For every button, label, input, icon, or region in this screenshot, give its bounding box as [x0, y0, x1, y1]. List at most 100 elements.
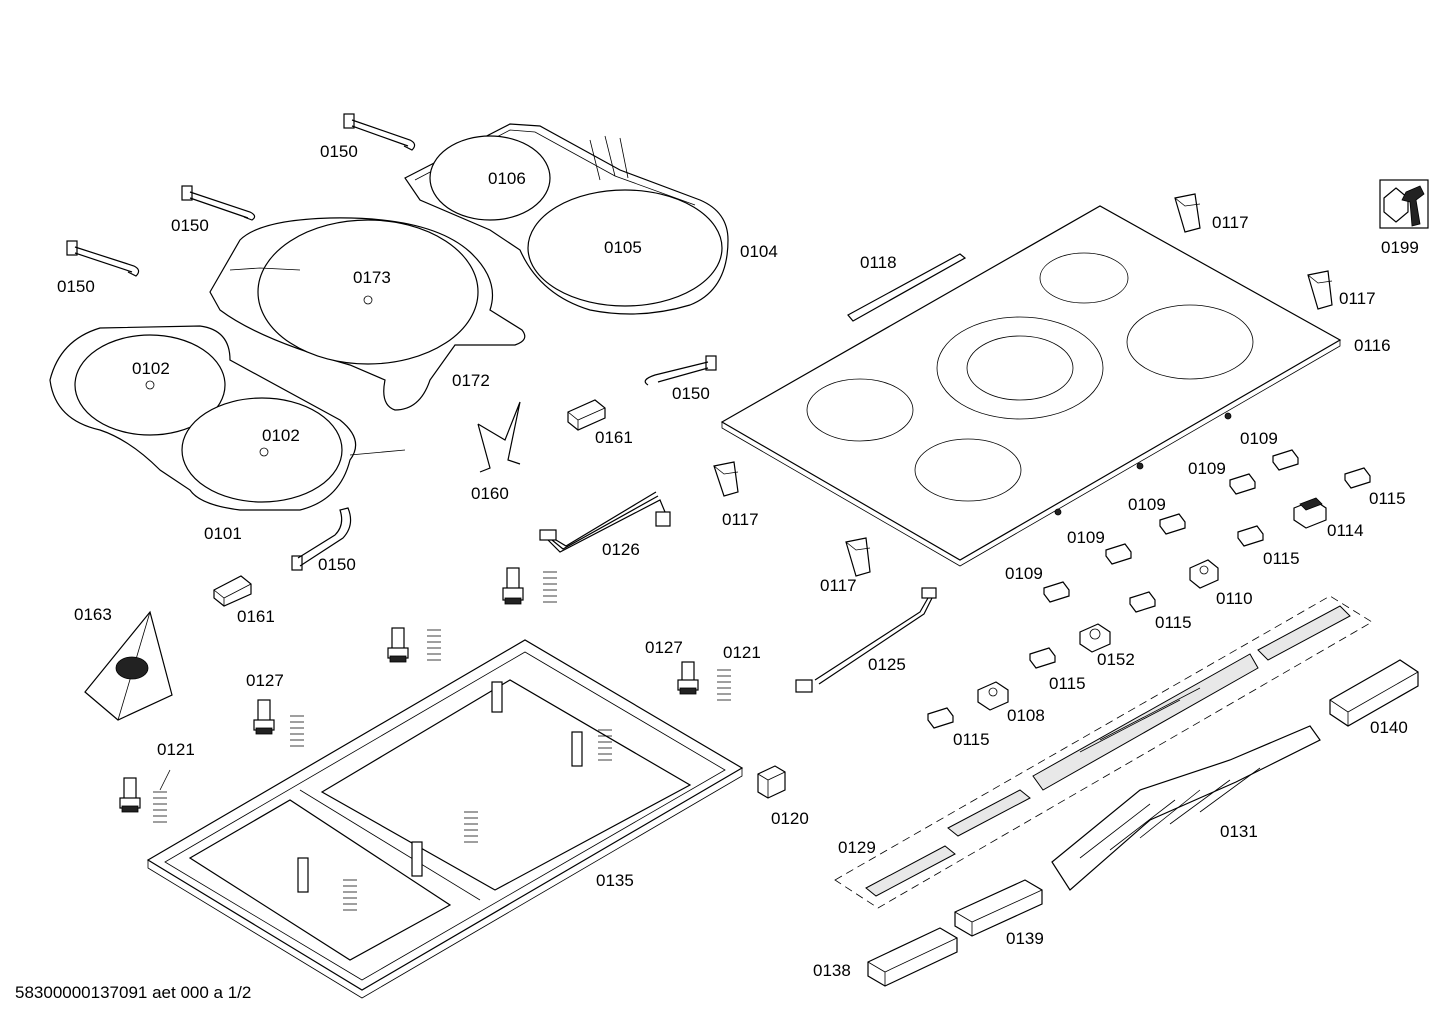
knob-0115-c — [1129, 591, 1156, 613]
label-0160: 0160 — [471, 484, 509, 503]
label-0135: 0135 — [596, 871, 634, 890]
label-0131: 0131 — [1220, 822, 1258, 841]
spring-0121-c — [717, 669, 731, 701]
label-0161-b: 0161 — [237, 607, 275, 626]
label-0140: 0140 — [1370, 718, 1408, 737]
label-0163: 0163 — [74, 605, 112, 624]
burner-plate-0101 — [49, 325, 406, 511]
label-0126: 0126 — [602, 540, 640, 559]
connector-0161-top — [567, 399, 606, 431]
bracket-0160 — [477, 401, 521, 473]
wire-clip-0150-lower — [291, 507, 352, 571]
foot-0127-e — [119, 777, 141, 813]
foot-0127-d — [253, 699, 275, 735]
label-0109-a: 0109 — [1240, 429, 1278, 448]
label-0109-e: 0109 — [1005, 564, 1043, 583]
document-footer: 58300000137091 aet 000 a 1/2 — [15, 983, 251, 1002]
knob-0109-a — [1272, 449, 1299, 471]
part-0108 — [977, 681, 1009, 711]
spring-0121-d — [290, 715, 304, 747]
knob-0115-b — [1237, 525, 1264, 547]
label-0173: 0173 — [353, 268, 391, 287]
label-0152: 0152 — [1097, 650, 1135, 669]
knob-0115-a — [1344, 467, 1371, 489]
part-0110 — [1189, 559, 1219, 589]
module-0140 — [1329, 659, 1419, 727]
label-0106: 0106 — [488, 169, 526, 188]
label-0127-a: 0127 — [645, 638, 683, 657]
knob-0109-e — [1043, 581, 1070, 603]
module-0138 — [867, 927, 958, 987]
spring-0121-e — [153, 769, 171, 823]
foot-0127-c — [677, 661, 699, 695]
label-0199: 0199 — [1381, 238, 1419, 257]
label-0129: 0129 — [838, 838, 876, 857]
clip-0117-c — [713, 461, 739, 497]
label-0150-left: 0150 — [57, 277, 95, 296]
connector-0161-bottom — [213, 575, 252, 607]
wire-clip-0150-left — [66, 240, 140, 277]
knob-0115-d — [1029, 647, 1056, 669]
label-0161-a: 0161 — [595, 428, 633, 447]
label-0108: 0108 — [1007, 706, 1045, 725]
label-0115-d: 0115 — [1049, 674, 1086, 693]
label-0115-c: 0115 — [1155, 613, 1192, 632]
spring-0121-b — [427, 629, 441, 661]
label-0138: 0138 — [813, 961, 851, 980]
foot-0127-a — [502, 567, 524, 605]
label-0117-c: 0117 — [722, 510, 759, 529]
label-0150-top: 0150 — [320, 142, 358, 161]
label-0115-a: 0115 — [1369, 489, 1406, 508]
label-0150-mid: 0150 — [171, 216, 209, 235]
label-0121-b: 0121 — [157, 740, 195, 759]
wire-clip-0150-top — [343, 113, 416, 151]
frame-feet — [297, 681, 583, 893]
label-0114: 0114 — [1327, 521, 1364, 540]
label-0139: 0139 — [1006, 929, 1044, 948]
knob-0109-b — [1229, 473, 1256, 495]
label-0109-c: 0109 — [1128, 495, 1166, 514]
label-0116: 0116 — [1354, 336, 1391, 355]
glass-cooktop-0116 — [720, 205, 1342, 567]
label-0105: 0105 — [604, 238, 642, 257]
knob-0109-c — [1159, 513, 1186, 535]
electronics-board-0129 — [834, 595, 1373, 909]
label-0172: 0172 — [452, 371, 490, 390]
label-0117-a: 0117 — [1212, 213, 1249, 232]
label-0102-b: 0102 — [262, 426, 300, 445]
part-0152 — [1079, 623, 1111, 653]
cable-0125 — [795, 587, 937, 693]
frame-0135 — [146, 639, 744, 999]
module-0139 — [954, 879, 1043, 937]
wire-clip-0150-mid — [181, 185, 256, 221]
tool-icon-0199 — [1379, 179, 1429, 229]
clip-0117-a — [1174, 193, 1201, 233]
label-0104: 0104 — [740, 242, 778, 261]
label-0110: 0110 — [1216, 589, 1253, 608]
connector-0120 — [757, 765, 786, 799]
label-0118: 0118 — [860, 253, 897, 272]
burner-plate-0172 — [209, 217, 526, 411]
label-0117-d: 0117 — [820, 576, 857, 595]
label-0125: 0125 — [868, 655, 906, 674]
label-0150-lower: 0150 — [318, 555, 356, 574]
label-0101: 0101 — [204, 524, 242, 543]
label-0102-a: 0102 — [132, 359, 170, 378]
housing-0131 — [1051, 725, 1321, 891]
label-0127-b: 0127 — [246, 671, 284, 690]
cable-0126 — [539, 491, 671, 553]
knob-0115-e — [927, 707, 954, 729]
label-0115-b: 0115 — [1263, 549, 1300, 568]
label-0115-e: 0115 — [953, 730, 990, 749]
label-0109-b: 0109 — [1188, 459, 1226, 478]
label-0121-a: 0121 — [723, 643, 761, 662]
label-0117-b: 0117 — [1339, 289, 1376, 308]
spring-0121-a — [543, 571, 557, 603]
label-0109-d: 0109 — [1067, 528, 1105, 547]
trim-strip-0118 — [847, 253, 967, 322]
label-0120: 0120 — [771, 809, 809, 828]
frame-springs — [343, 729, 612, 911]
label-0150-right: 0150 — [672, 384, 710, 403]
foot-0127-b — [387, 627, 409, 663]
